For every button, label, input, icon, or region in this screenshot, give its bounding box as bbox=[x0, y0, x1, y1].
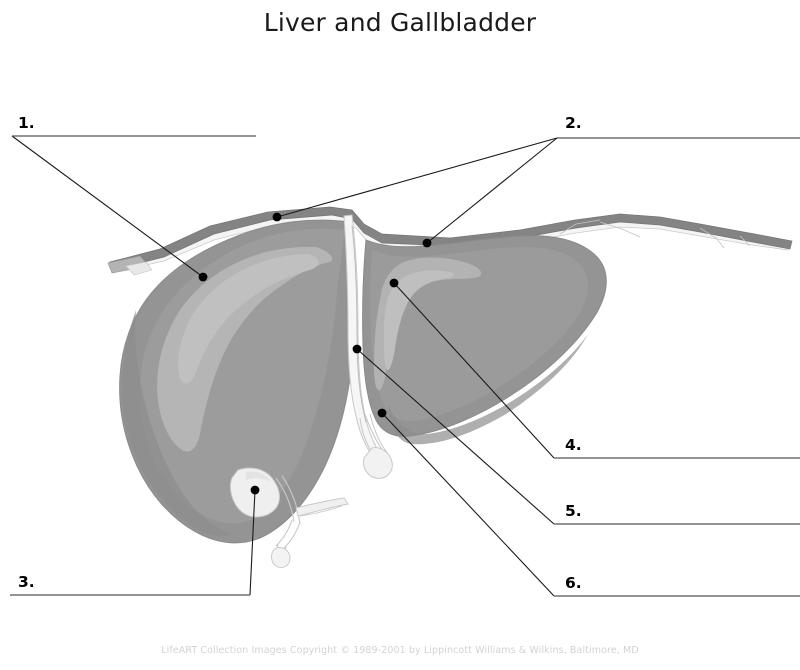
liver-right-lobe-shadow bbox=[388, 334, 588, 445]
liver-left-lobe-highlight-core bbox=[178, 254, 319, 384]
hepatic-vessel-branch-2 bbox=[299, 505, 343, 517]
gallbladder-shading bbox=[246, 471, 271, 482]
marker-dot-5 bbox=[352, 344, 362, 354]
duct-ampulla bbox=[271, 547, 291, 569]
liver-left-lobe-highlight bbox=[157, 246, 333, 452]
label-number-4: 4. bbox=[565, 436, 582, 454]
leader-line-5 bbox=[356, 348, 555, 525]
falciform-ligament-inner-line bbox=[351, 225, 367, 423]
round-ligament-tip bbox=[363, 447, 393, 479]
left-ligament-fold bbox=[125, 261, 153, 276]
marker-dot-1 bbox=[198, 272, 208, 282]
copyright-footer: LifeART Collection Images Copyright © 19… bbox=[161, 645, 639, 656]
label-number-5: 5. bbox=[565, 502, 582, 520]
marker-dot-2a bbox=[272, 212, 282, 222]
liver-right-lobe-midtone bbox=[370, 246, 589, 422]
marker-dot-6 bbox=[377, 408, 387, 418]
label-number-3: 3. bbox=[18, 573, 35, 591]
hepatic-vessel-branch bbox=[295, 497, 349, 517]
label-number-6: 6. bbox=[565, 574, 582, 592]
right-ligament-creases bbox=[559, 219, 751, 249]
leader-line-2a bbox=[276, 137, 558, 218]
leader-line-2b bbox=[426, 137, 558, 244]
leader-line-1 bbox=[11, 135, 204, 278]
liver-left-lobe-shadow bbox=[121, 310, 232, 537]
leader-line-4 bbox=[393, 282, 555, 459]
label-number-1: 1. bbox=[18, 114, 35, 132]
liver-right-lobe-highlight-core bbox=[384, 270, 455, 370]
label-number-2: 2. bbox=[565, 114, 582, 132]
marker-dot-2b bbox=[422, 238, 432, 248]
marker-dot-4 bbox=[389, 278, 399, 288]
coronary-ligament-band bbox=[109, 206, 793, 271]
marker-dot-3 bbox=[250, 485, 260, 495]
leader-line-6 bbox=[381, 412, 555, 597]
leader-line-3 bbox=[249, 489, 256, 596]
page-title: Liver and Gallbladder bbox=[263, 8, 537, 37]
